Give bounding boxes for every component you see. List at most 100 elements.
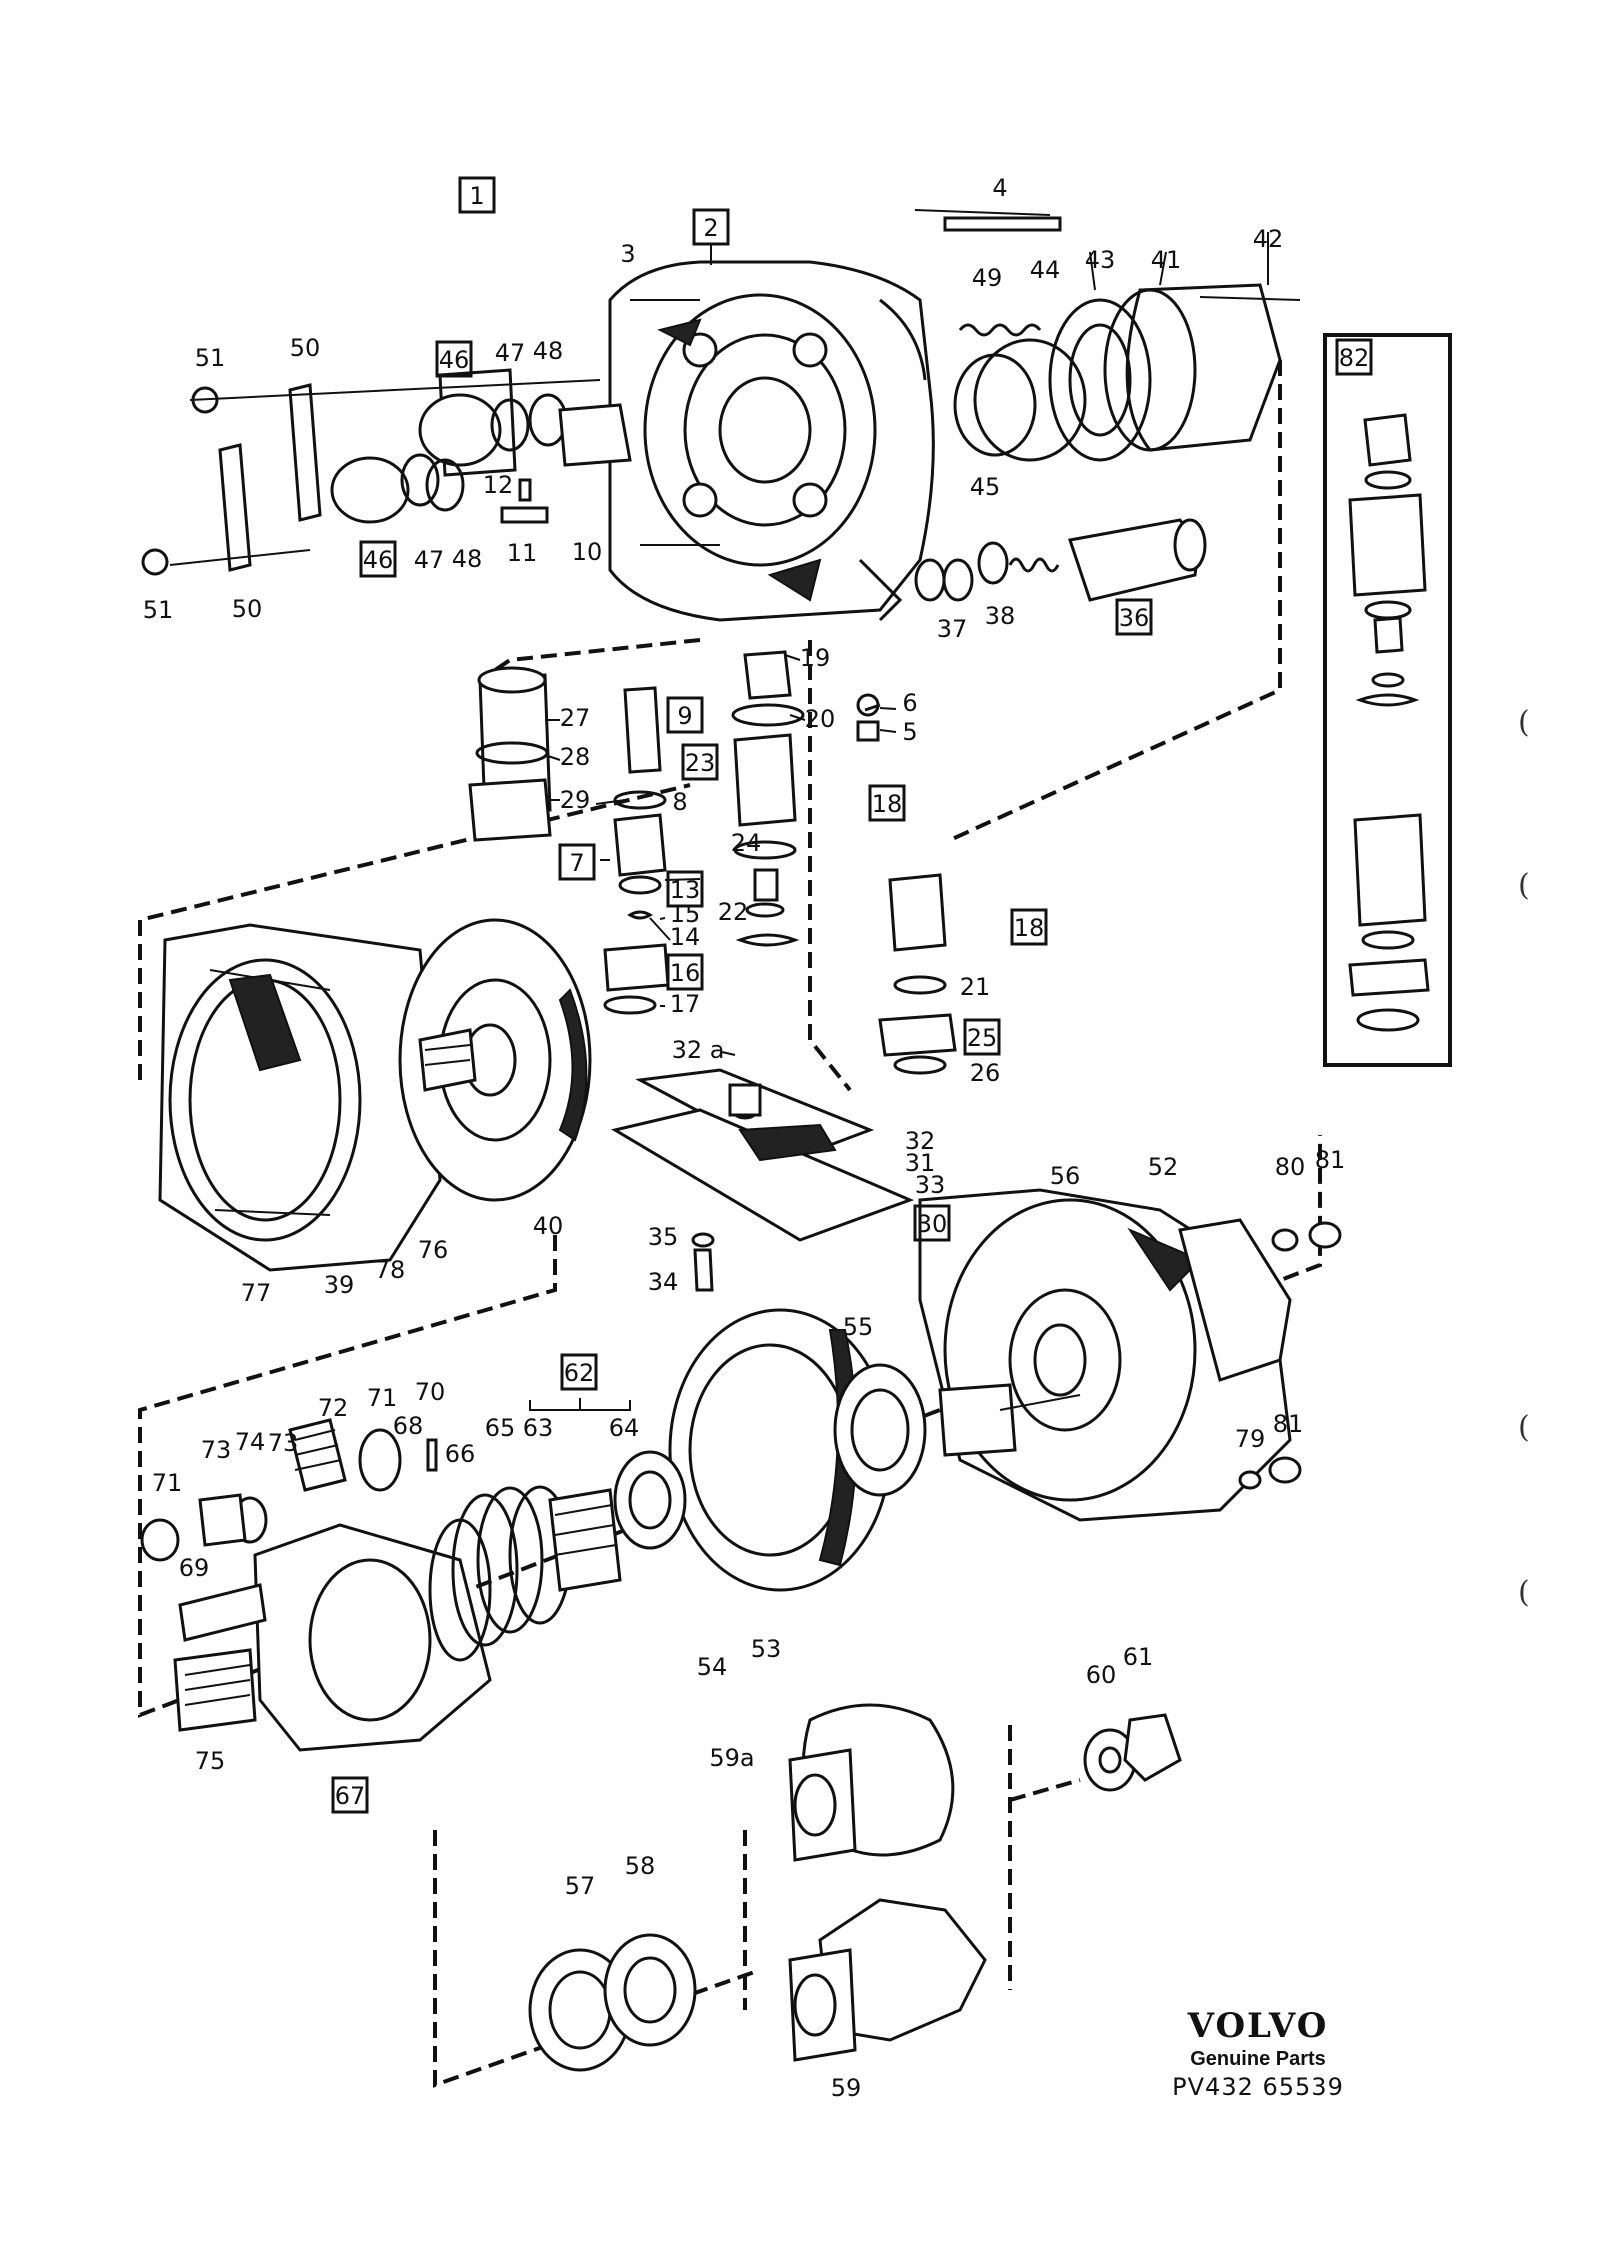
callout-c71a: 71 (152, 1469, 183, 1497)
callout-c22: 22 (718, 898, 749, 926)
callout-c69: 69 (179, 1554, 210, 1582)
callout-c1: 1 (458, 176, 496, 214)
output-flange-group (528, 1703, 1182, 2072)
callout-c16: 16 (666, 953, 704, 991)
callout-c5: 5 (902, 718, 917, 746)
callout-c74: 74 (235, 1428, 266, 1456)
callout-c32a: 32 a (672, 1036, 725, 1064)
callout-c47b: 47 (414, 546, 445, 574)
callout-c72: 72 (318, 1394, 349, 1422)
callout-c59a: 59a (709, 1744, 754, 1772)
brand-tagline: Genuine Parts (1190, 2048, 1326, 2070)
callout-c44: 44 (1030, 256, 1061, 284)
callout-labels: 1 2 3 4 5 6 7 8 9 10 11 12 13 14 15 16 (143, 174, 1373, 2102)
sub-assembly-82-parts (1348, 413, 1430, 1032)
callout-c55: 55 (843, 1313, 874, 1341)
callout-c48b: 48 (452, 545, 483, 573)
solenoid-group (914, 518, 1207, 602)
callout-c8: 8 (672, 788, 687, 816)
callout-c61: 61 (1123, 1643, 1154, 1671)
callout-c62: 62 (529, 1353, 631, 1411)
svg-text:23: 23 (685, 749, 716, 777)
volvo-logo: VOLVO (1187, 2006, 1329, 2046)
callout-c59: 59 (831, 2074, 862, 2102)
callout-c15: 15 (670, 900, 701, 928)
callout-c17: 17 (670, 990, 701, 1018)
callout-c33: 33 (915, 1171, 946, 1199)
callout-c21: 21 (960, 973, 991, 1001)
callout-c30: 30 (913, 1204, 951, 1242)
callout-c82: 82 (1335, 338, 1373, 376)
callout-c6: 6 (902, 689, 917, 717)
callout-c75: 75 (195, 1747, 226, 1775)
callout-c50b: 50 (232, 595, 263, 623)
callout-c52: 52 (1148, 1153, 1179, 1181)
svg-text:46: 46 (439, 346, 470, 374)
callout-c38: 38 (985, 602, 1016, 630)
callout-c10: 10 (572, 538, 603, 566)
svg-text:36: 36 (1119, 604, 1150, 632)
svg-text:46: 46 (363, 546, 394, 574)
callout-c67: 67 (331, 1776, 369, 1814)
callout-c36: 36 (1115, 598, 1153, 636)
callout-c18a: 18 (868, 784, 906, 822)
callout-c4: 4 (992, 174, 1007, 202)
callout-c60: 60 (1086, 1661, 1117, 1689)
svg-text:2: 2 (703, 214, 718, 242)
callout-c63: 63 (523, 1414, 554, 1442)
callout-c32: 32 (905, 1127, 936, 1155)
callout-c20: 20 (805, 705, 836, 733)
callout-c54: 54 (697, 1653, 728, 1681)
callout-c7: 7 (558, 843, 596, 881)
svg-text:1: 1 (469, 182, 484, 210)
callout-c47a: 47 (495, 339, 526, 367)
callout-c31: 31 (905, 1149, 936, 1177)
callout-c26: 26 (970, 1059, 1001, 1087)
callout-c43: 43 (1085, 246, 1116, 274)
callout-c29: 29 (560, 786, 591, 814)
callout-c64: 64 (609, 1414, 640, 1442)
callout-c77: 77 (241, 1279, 272, 1307)
callout-c46b: 46 (359, 540, 397, 578)
callout-c65: 65 (485, 1414, 516, 1442)
callout-c2: 2 (692, 208, 730, 265)
callout-c58: 58 (625, 1852, 656, 1880)
callout-c51a: 51 (195, 344, 226, 372)
callout-c79: 79 (1235, 1425, 1266, 1453)
planet-carrier-group (140, 1418, 687, 1752)
callout-c81a: 81 (1315, 1146, 1346, 1174)
callout-c51b: 51 (143, 596, 174, 624)
callout-c35: 35 (648, 1223, 679, 1251)
callout-c34: 34 (648, 1268, 679, 1296)
callout-c9: 9 (666, 696, 704, 734)
callout-c24: 24 (731, 829, 762, 857)
callout-c71b: 71 (367, 1384, 398, 1412)
callout-c11: 11 (507, 539, 538, 567)
leader-lines (544, 232, 1269, 1056)
callout-c25: 25 (963, 1018, 1001, 1056)
callout-c76: 76 (418, 1236, 449, 1264)
callout-c57: 57 (565, 1872, 596, 1900)
callout-c73a: 73 (201, 1436, 232, 1464)
svg-text:16: 16 (670, 959, 701, 987)
left-bushings-group (141, 368, 632, 576)
callout-c18b: 18 (1010, 908, 1048, 946)
callout-c41: 41 (1151, 246, 1182, 274)
svg-text:18: 18 (1014, 914, 1045, 942)
diagram-reference-number: PV432 65539 (1172, 2073, 1344, 2101)
callout-c37: 37 (937, 615, 968, 643)
svg-text:9: 9 (677, 702, 692, 730)
margin-mark-4: ( (1518, 1575, 1530, 1610)
callout-c49: 49 (972, 264, 1003, 292)
callout-c53: 53 (751, 1635, 782, 1663)
valve-body-components (468, 650, 957, 1075)
bell-housing-group (158, 918, 592, 1272)
planetary-section (668, 1188, 1342, 1592)
valve-plate-group (611, 1068, 915, 1292)
main-housing (608, 209, 1062, 622)
callout-c23: 23 (681, 743, 719, 781)
callout-c27: 27 (560, 704, 591, 732)
callout-c40: 40 (533, 1212, 564, 1240)
callout-c19: 19 (800, 644, 831, 672)
